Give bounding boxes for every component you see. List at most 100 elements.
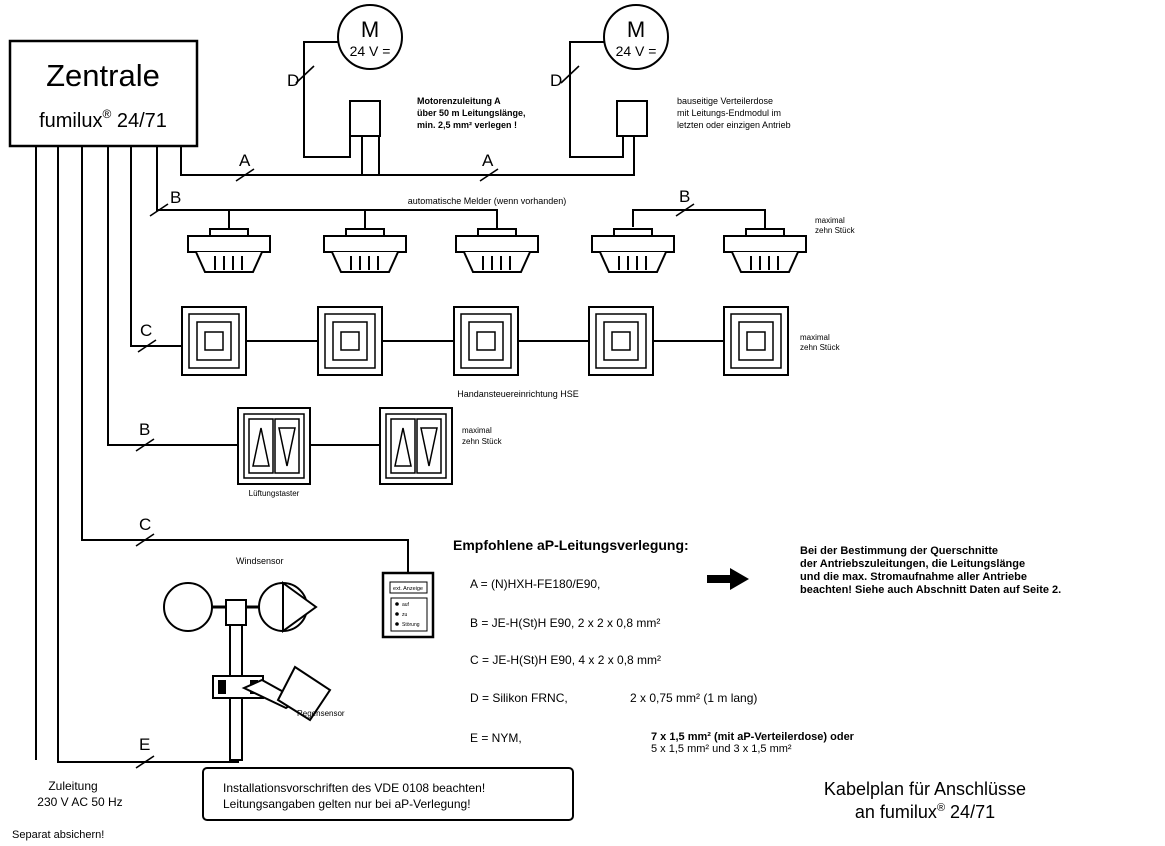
panel-title: ext. Anzeige [393,586,423,592]
label-a-left: A [239,151,251,170]
svg-text:mit Leitungs-Endmodul im: mit Leitungs-Endmodul im [677,108,781,118]
cross-section-note: Bei der Bestimmung der Querschnitte der … [800,545,1061,596]
svg-text:beachten! Siehe auch Abschnitt: beachten! Siehe auch Abschnitt Daten auf… [800,584,1061,596]
detectors-row [187,228,807,273]
plan-title-line-2: an fumilux® 24/71 [855,802,995,822]
supply-info: Zuleitung 230 V AC 50 Hz Separat absiche… [12,779,123,841]
label-e: E [139,735,150,754]
vent-button-icon [379,407,453,485]
recommend-e-left: E = NYM, [470,731,522,745]
central-title: Zentrale [46,58,160,93]
central-model: fumilux® 24/71 [39,107,167,132]
smoke-detector-icon [591,228,675,273]
motor-1: M 24 V = [337,4,403,70]
svg-text:und die max. Stromaufnahme all: und die max. Stromaufnahme aller Antrieb… [800,571,1027,583]
wire-c-hse [130,146,182,347]
hse-unit-icon [723,306,789,376]
junction-box-2 [616,100,648,137]
label-c-wind: C [139,515,151,534]
vent-label: Lüftungstaster [249,489,300,498]
smoke-detector-icon [323,228,407,273]
hse-unit-icon [181,306,247,376]
line-letters: A A B B C B C E D D [139,71,690,754]
wire-d-motor2 [569,41,624,158]
supply-line-2: 230 V AC 50 Hz [37,795,122,809]
detectors-max-1: maximal [815,216,845,225]
vent-max-1: maximal [462,426,492,435]
wind-sensor: Windsensor Regensensor [163,556,345,761]
wire-slash-marks [135,65,695,769]
recommend-e-right-1: 7 x 1,5 mm² (mit aP-Verteilerdose) oder [651,731,855,743]
hse-max-1: maximal [800,333,830,342]
motor1-letter: M [361,17,379,42]
panel-row-1: auf [402,602,410,608]
hse-row [181,306,789,376]
recommend-d-left: D = Silikon FRNC, [470,691,568,705]
recommend-c: C = JE-H(St)H E90, 4 x 2 x 0,8 mm² [470,653,661,667]
indicator-panel: ext. Anzeige auf zu Störung [381,571,435,639]
install-line-1: Installationsvorschriften des VDE 0108 b… [223,781,485,795]
recommend-e-right-2: 5 x 1,5 mm² und 3 x 1,5 mm² [651,743,792,755]
central-unit: Zentrale fumilux® 24/71 [8,39,199,148]
recommendations: Empfohlene aP-Leitungsverlegung: A = (N)… [453,537,855,755]
smoke-detector-icon [455,228,539,273]
install-box: Installationsvorschriften des VDE 0108 b… [202,767,574,821]
wind-label: Windsensor [236,556,284,566]
svg-text:bauseitige Verteilerdose: bauseitige Verteilerdose [677,96,773,106]
junction-box-1 [349,100,381,137]
svg-text:letzten oder einzigen Antrieb: letzten oder einzigen Antrieb [677,120,791,130]
plan-title: Kabelplan für Anschlüsse an fumilux® 24/… [824,779,1026,822]
wire-d-motor1 [303,41,351,158]
hse-unit-icon [453,306,519,376]
hse-max-2: zehn Stück [800,343,841,352]
vent-row [237,407,453,485]
smoke-detector-icon [723,228,807,273]
recommend-d-right: 2 x 0,75 mm² (1 m lang) [630,691,757,705]
arrow-icon [707,568,749,590]
svg-text:min. 2,5 mm² verlegen !: min. 2,5 mm² verlegen ! [417,120,517,130]
central-unit-box [8,39,199,148]
svg-text:Motorenzuleitung A: Motorenzuleitung A [417,96,501,106]
svg-text:der Antriebszuleitungen, die L: der Antriebszuleitungen, die Leitungslän… [800,558,1025,570]
motor2-letter: M [627,17,645,42]
supply-line-1: Zuleitung [48,779,97,793]
svg-text:Bei der Bestimmung der Quersch: Bei der Bestimmung der Querschnitte [800,545,998,557]
rain-label: Regensensor [297,709,345,718]
wire-b-detectors [156,146,230,228]
hse-label: Handansteuereinrichtung HSE [457,389,579,399]
vent-button-icon [237,407,311,485]
plan-title-line-1: Kabelplan für Anschlüsse [824,779,1026,799]
wind-cup-left [163,582,213,632]
hse-unit-icon [588,306,654,376]
panel-row-3: Störung [402,622,420,628]
label-a-right: A [482,151,494,170]
label-c-hse: C [140,321,152,340]
recommend-b: B = JE-H(St)H E90, 2 x 2 x 0,8 mm² [470,616,660,630]
install-line-2: Leitungsangaben gelten nur bei aP-Verleg… [223,797,471,811]
motor-note: Motorenzuleitung A über 50 m Leitungslän… [417,96,526,130]
hse-unit-icon [317,306,383,376]
dose-note: bauseitige Verteilerdose mit Leitungs-En… [677,96,791,130]
svg-text:über 50 m Leitungslänge,: über 50 m Leitungslänge, [417,108,526,118]
wire-c-wind [81,146,409,573]
label-b-vent: B [139,420,150,439]
recommend-title: Empfohlene aP-Leitungsverlegung: [453,537,689,553]
label-d-motor2: D [550,71,562,90]
smoke-detector-icon [187,228,271,273]
label-b-detectors-right: B [679,187,690,206]
detectors-max-2: zehn Stück [815,226,856,235]
detectors-label: automatische Melder (wenn vorhanden) [408,196,567,206]
vent-max-2: zehn Stück [462,437,503,446]
recommend-a: A = (N)HXH-FE180/E90, [470,577,600,591]
wire-b-vent [107,146,238,446]
panel-row-2: zu [402,612,408,618]
motor-2: M 24 V = [603,4,669,70]
rain-sensor-plate [276,665,332,722]
wire-b-detectors-right [632,209,766,228]
wire-a [180,102,635,176]
label-d-motor1: D [287,71,299,90]
motor2-voltage: 24 V = [616,43,657,59]
label-b-detectors: B [170,188,181,207]
